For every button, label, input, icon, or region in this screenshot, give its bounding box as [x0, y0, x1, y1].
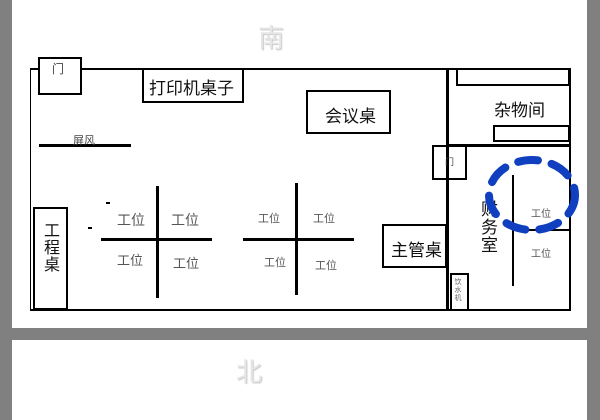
workstation[interactable]: 工位: [171, 213, 199, 229]
storage-wall: [446, 144, 571, 147]
door-middle[interactable]: [432, 145, 467, 180]
small-cabinet-label: 饮水机: [454, 278, 462, 302]
dash-mark: [106, 202, 110, 204]
partition-v: [156, 186, 159, 298]
storage-shelf-bottom: [493, 125, 570, 142]
workstation[interactable]: 工位: [315, 259, 337, 272]
supervisor-desk-label: 主管桌: [391, 241, 442, 261]
small-cabinet: [450, 273, 469, 311]
compass-south: 南: [258, 24, 285, 54]
workstation[interactable]: 工位: [258, 212, 280, 225]
meeting-table-label: 会议桌: [325, 107, 376, 127]
door-top-left-label: 门: [52, 62, 65, 76]
page-1: [12, 0, 587, 328]
workstation[interactable]: 工位: [264, 256, 286, 269]
interior-wall-v: [446, 68, 449, 311]
partition-h: [243, 238, 354, 241]
dash-mark: [88, 227, 92, 229]
screen-partition: [39, 144, 131, 147]
printer-desk-label: 打印机桌子: [149, 79, 234, 99]
floor-plan-outline: [30, 68, 571, 311]
highlight-circle-annotation: [485, 156, 579, 234]
supervisor-desk: [382, 224, 447, 268]
workstation[interactable]: 工位: [531, 209, 551, 220]
workstation[interactable]: 工位: [313, 212, 335, 225]
engineering-desk-label: 工程桌: [41, 222, 60, 273]
meeting-table: [306, 90, 391, 134]
printer-desk: [142, 68, 244, 103]
storage-room-label: 杂物间: [494, 101, 545, 121]
door-middle-label: 门: [445, 158, 455, 168]
partition-h: [101, 238, 212, 241]
compass-north: 北: [236, 358, 263, 388]
workstation[interactable]: 工位: [531, 249, 551, 260]
storage-shelf-top: [456, 68, 570, 86]
workstation[interactable]: 工位: [117, 254, 144, 269]
door-top-left[interactable]: [38, 57, 82, 95]
workstation[interactable]: 工位: [117, 213, 145, 229]
workstation[interactable]: 工位: [173, 257, 200, 272]
engineering-desk: [33, 207, 68, 310]
screen-label: 屏风: [73, 134, 95, 147]
page-2: [12, 340, 587, 420]
